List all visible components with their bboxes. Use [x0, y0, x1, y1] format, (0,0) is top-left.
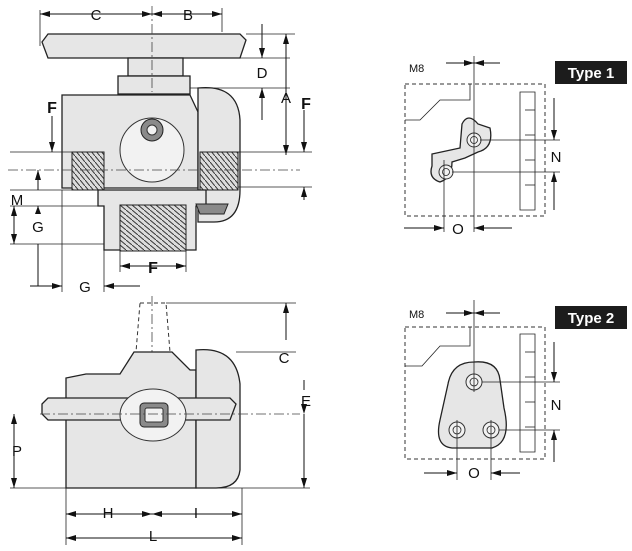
dim-C-top: C [91, 7, 102, 24]
dim-M: M [11, 192, 24, 209]
dim-H: H [103, 505, 114, 522]
type1-badge-label: Type 1 [568, 65, 614, 82]
stem-neck [117, 75, 191, 95]
type1-thread-label: M8 [409, 63, 424, 75]
dim-I: I [194, 505, 198, 522]
left-thread-port [71, 151, 105, 191]
dim-P: P [12, 443, 22, 460]
type2-badge [555, 306, 627, 329]
type2-frame [404, 326, 546, 460]
type2-thread-label: M8 [409, 309, 424, 321]
type1-detail: Type 1 M8 N O [404, 56, 627, 238]
center-boss [119, 117, 185, 183]
right-thread-port [199, 151, 239, 191]
dim-D: D [257, 65, 268, 82]
type1-dim-N: N [551, 149, 562, 166]
dim-F-bottom: F [148, 260, 158, 277]
dim-C-bottom: C [279, 350, 290, 367]
dim-E: E [301, 393, 311, 410]
bottom-thread-port [119, 204, 187, 252]
bottom-view: C E P H I L [10, 296, 311, 545]
type2-detail: Type 2 M8 N O [404, 300, 627, 482]
lever-handle [41, 33, 247, 59]
handle-stem [127, 57, 184, 77]
type2-dim-O: O [468, 465, 480, 482]
type1-badge [555, 61, 627, 84]
dim-G-side: G [32, 219, 44, 236]
type1-frame [404, 83, 546, 217]
dim-B-top: B [183, 7, 193, 24]
dim-L: L [149, 528, 157, 545]
top-view: C B D A F F M G G F [8, 6, 312, 296]
dim-F-left: F [47, 100, 57, 117]
type2-badge-label: Type 2 [568, 310, 614, 327]
dim-G-bottom: G [79, 279, 91, 296]
dim-A: A [281, 90, 291, 107]
dim-F-right: F [301, 96, 311, 113]
phantom-handle [135, 302, 171, 353]
type2-dim-N: N [551, 397, 562, 414]
type1-dim-O: O [452, 221, 464, 238]
